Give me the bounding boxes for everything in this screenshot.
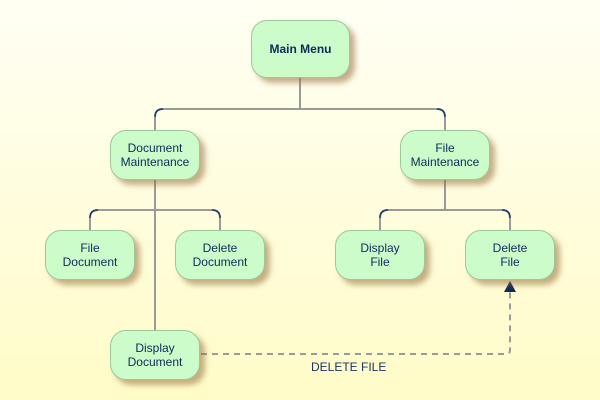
node-delete-document[interactable]: Delete Document [175, 230, 265, 280]
node-main-menu[interactable]: Main Menu [251, 20, 350, 78]
node-display-file[interactable]: Display File [335, 230, 425, 280]
node-label: Main Menu [269, 42, 332, 56]
node-label: Delete File [492, 241, 528, 269]
node-document-maintenance[interactable]: Document Maintenance [110, 130, 200, 180]
node-file-maintenance[interactable]: File Maintenance [400, 130, 490, 180]
node-file-document[interactable]: File Document [45, 230, 135, 280]
node-label: Delete Document [192, 241, 248, 269]
edge-label-delete-file: DELETE FILE [311, 360, 387, 374]
node-label: Document Maintenance [120, 141, 190, 169]
node-display-document[interactable]: Display Document [110, 330, 200, 380]
edge-delete-file-link [201, 292, 511, 355]
edge-filemaint-branch [379, 209, 511, 230]
node-label: File Document [62, 241, 118, 269]
node-label: Display File [360, 241, 400, 269]
node-delete-file[interactable]: Delete File [465, 230, 555, 280]
edge-branch-level1 [154, 108, 446, 130]
arrowhead-icon [504, 281, 516, 292]
node-label: Display Document [127, 341, 183, 369]
node-label: File Maintenance [410, 141, 480, 169]
